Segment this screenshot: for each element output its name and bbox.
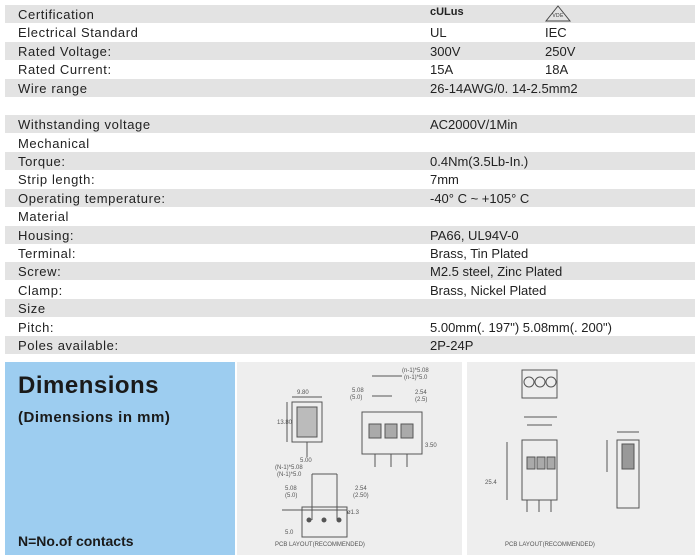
pcb-dim-hole: ø1.3 <box>347 510 360 516</box>
spec-row: Pitch: 5.00mm(. 197") 5.08mm(. 200") <box>5 318 695 336</box>
spec-label: Poles available: <box>18 338 119 353</box>
spec-row: Clamp: Brass, Nickel Plated <box>5 281 695 299</box>
pcb-dim-n1-508: (N-1)*5.08 <box>275 465 303 471</box>
spec-label: Clamp: <box>18 283 63 298</box>
spec-row: Poles available: 2P-24P <box>5 336 695 354</box>
spec-value: M2.5 steel, Zinc Plated <box>430 264 563 279</box>
dim-n1-508: (n-1)*5.08 <box>402 368 429 374</box>
pcb-dim-5-0-v: 5.0 <box>285 530 294 536</box>
spec-label: Pitch: <box>18 320 55 335</box>
spec-row: Operating temperature: -40° C ~ +105° C <box>5 189 695 207</box>
spec-label: Withstanding voltage <box>18 117 151 132</box>
spec-label: Size <box>18 301 46 316</box>
spec-row: Withstanding voltage AC2000V/1Min <box>5 115 695 133</box>
spec-value: AC2000V/1Min <box>430 117 518 132</box>
spec-label: Housing: <box>18 228 75 243</box>
contacts-note: N=No.of contacts <box>18 533 134 549</box>
spec-value: 2P-24P <box>430 338 474 353</box>
spec-label: Rated Current: <box>18 62 112 77</box>
pcb-dim-n1-50: (N-1)*5.0 <box>277 472 302 478</box>
spec-row: Rated Current: 15A 18A <box>5 60 695 78</box>
spec-row: Screw: M2.5 steel, Zinc Plated <box>5 262 695 280</box>
spec-row: Material <box>5 207 695 225</box>
dim-5-00: 5.00 <box>300 458 312 464</box>
spec-value: 5.00mm(. 197") 5.08mm(. 200") <box>430 320 612 335</box>
spec-label: Electrical Standard <box>18 25 139 40</box>
pcb-dim-2-54: 2.54 <box>355 486 367 492</box>
spec-row: Size <box>5 299 695 317</box>
dim-n1-50: (n-1)*5.0 <box>404 375 428 381</box>
spec-value: 15A <box>430 62 454 77</box>
spec-value-iec: IEC <box>545 25 567 40</box>
spec-label: Rated Voltage: <box>18 44 112 59</box>
spec-label: Material <box>18 209 70 224</box>
dimensions-panel: Dimensions (Dimensions in mm) N=No.of co… <box>5 362 235 555</box>
dimensions-title: Dimensions <box>18 372 160 399</box>
vde-logo-text: VDE <box>552 13 564 19</box>
spec-value: Brass, Nickel Plated <box>430 283 547 298</box>
spec-value-iec: 18A <box>545 62 569 77</box>
spec-row: Electrical Standard UL IEC <box>5 23 695 41</box>
spec-label: Terminal: <box>18 246 77 261</box>
spec-row: Strip length: 7mm <box>5 170 695 188</box>
vde-logo: VDE <box>545 5 571 22</box>
spec-value: 300V <box>430 44 461 59</box>
spec-row: Housing: PA66, UL94V-0 <box>5 226 695 244</box>
spec-value: 7mm <box>430 172 459 187</box>
dim-5-0: (5.0) <box>350 395 362 401</box>
spec-value: PA66, UL94V-0 <box>430 228 519 243</box>
dim-9-80: 9.80 <box>297 390 309 396</box>
spec-label: Certification <box>18 7 95 22</box>
spec-label: Torque: <box>18 154 66 169</box>
dim-25-4: 25.4 <box>485 480 497 486</box>
dim-2-5: (2.5) <box>415 397 427 403</box>
drawing-top-side: 25.4 PCB LAYOUT(RECOMMENDED) <box>467 362 695 555</box>
spec-value: -40° C ~ +105° C <box>430 191 530 206</box>
spec-value: 26-14AWG/0. 14-2.5mm2 <box>430 81 578 96</box>
pcb-dim-5-0: (5.0) <box>285 493 297 499</box>
pcb-layout-caption-2: PCB LAYOUT(RECOMMENDED) <box>505 542 595 548</box>
spec-row: Mechanical <box>5 134 695 152</box>
spec-label: Mechanical <box>18 136 90 151</box>
spec-label: Wire range <box>18 81 88 96</box>
spec-row: Torque: 0.4Nm(3.5Lb-In.) <box>5 152 695 170</box>
ul-logo: cULus <box>430 6 464 18</box>
spec-value-iec: 250V <box>545 44 576 59</box>
spec-label: Strip length: <box>18 172 96 187</box>
pcb-layout-caption: PCB LAYOUT(RECOMMENDED) <box>275 542 365 548</box>
pcb-dim-2-50: (2.50) <box>353 493 369 499</box>
dimensions-subtitle: (Dimensions in mm) <box>18 409 171 426</box>
dim-3-50: 3.50 <box>425 443 437 449</box>
spec-value: 0.4Nm(3.5Lb-In.) <box>430 154 529 169</box>
spec-value: Brass, Tin Plated <box>430 246 529 261</box>
dim-5-08: 5.08 <box>352 388 364 394</box>
dim-13-80: 13.80 <box>277 420 293 426</box>
drawing-side-front: 9.80 13.80 5.00 (n-1)*5.08 (n-1)*5.0 5.0… <box>237 362 462 555</box>
spec-row: Rated Voltage: 300V 250V <box>5 42 695 60</box>
spec-value: UL <box>430 25 447 40</box>
dim-2-54: 2.54 <box>415 390 427 396</box>
spec-row: Terminal: Brass, Tin Plated <box>5 244 695 262</box>
spec-label: Operating temperature: <box>18 191 166 206</box>
spec-label: Screw: <box>18 264 62 279</box>
spec-row: Wire range 26-14AWG/0. 14-2.5mm2 <box>5 79 695 97</box>
pcb-dim-5-08: 5.08 <box>285 486 297 492</box>
